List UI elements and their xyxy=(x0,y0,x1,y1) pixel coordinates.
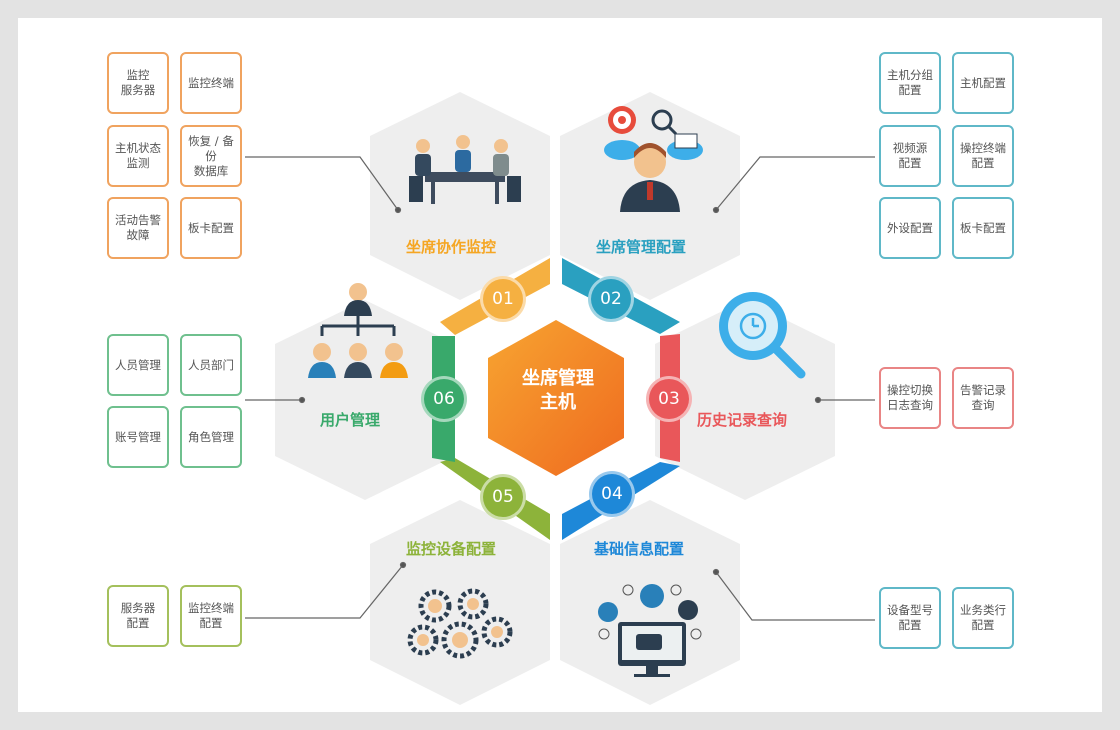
item-box: 板卡配置 xyxy=(952,197,1014,259)
item-box: 主机状态 监测 xyxy=(107,125,169,187)
item-box: 视频源 配置 xyxy=(879,125,941,187)
item-box: 监控 服务器 xyxy=(107,52,169,114)
badge-06: 06 xyxy=(421,376,467,422)
badge-04: 04 xyxy=(589,471,635,517)
center-title: 坐席管理 主机 xyxy=(522,368,594,413)
leader-01 xyxy=(245,156,399,211)
item-box: 操控终端 配置 xyxy=(952,125,1014,187)
item-box: 恢复 / 备份 数据库 xyxy=(180,125,242,187)
label-04: 基础信息配置 xyxy=(594,540,685,558)
item-box: 外设配置 xyxy=(879,197,941,259)
badge-05: 05 xyxy=(480,474,526,520)
hex-03 xyxy=(655,300,835,500)
item-box: 角色管理 xyxy=(180,406,242,468)
item-box: 板卡配置 xyxy=(180,197,242,259)
item-box: 告警记录 查询 xyxy=(952,367,1014,429)
manager-analytics-icon xyxy=(604,106,703,212)
label-03: 历史记录查询 xyxy=(697,411,788,429)
item-box: 人员管理 xyxy=(107,334,169,396)
badge-01: 01 xyxy=(480,276,526,322)
org-chart-icon xyxy=(308,283,408,378)
label-05: 监控设备配置 xyxy=(406,540,497,558)
label-01: 坐席协作监控 xyxy=(406,238,497,256)
meeting-team-icon xyxy=(409,135,521,204)
item-box: 监控终端 xyxy=(180,52,242,114)
item-box: 设备型号 配置 xyxy=(879,587,941,649)
label-06: 用户管理 xyxy=(320,411,381,429)
item-box: 监控终端 配置 xyxy=(180,585,242,647)
hex-01 xyxy=(370,92,550,300)
item-box: 操控切换 日志查询 xyxy=(879,367,941,429)
leader-05 xyxy=(245,564,404,619)
leader-02 xyxy=(715,156,875,211)
monitor-devices-icon xyxy=(598,584,702,677)
item-box: 业务类行 配置 xyxy=(952,587,1014,649)
item-box: 主机配置 xyxy=(952,52,1014,114)
item-box: 主机分组 配置 xyxy=(879,52,941,114)
item-box: 活动告警 故障 xyxy=(107,197,169,259)
magnifier-history-icon xyxy=(719,292,806,379)
item-box: 账号管理 xyxy=(107,406,169,468)
center-hex xyxy=(488,320,624,476)
badge-02: 02 xyxy=(588,276,634,322)
badge-03: 03 xyxy=(646,376,692,422)
label-02: 坐席管理配置 xyxy=(596,238,687,256)
item-box: 人员部门 xyxy=(180,334,242,396)
item-box: 服务器 配置 xyxy=(107,585,169,647)
people-gears-icon xyxy=(407,588,513,659)
leader-04 xyxy=(715,571,875,621)
